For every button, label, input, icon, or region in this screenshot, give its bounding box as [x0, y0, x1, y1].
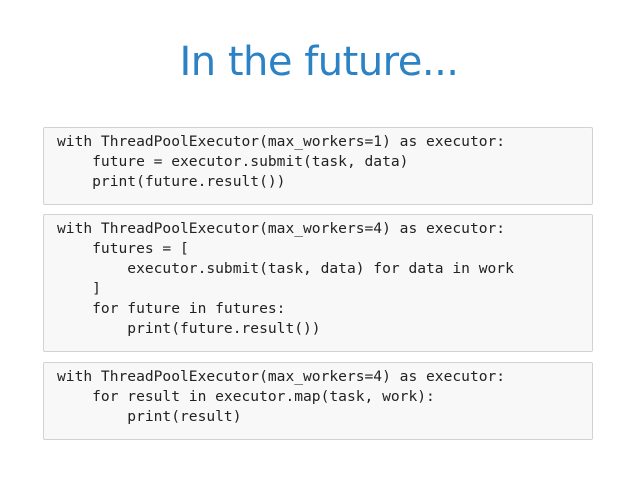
- code-block-executor-map: with ThreadPoolExecutor(max_workers=4) a…: [43, 362, 593, 440]
- code-line: print(result): [57, 408, 242, 425]
- code-line: futures = [: [57, 240, 189, 257]
- code-line: print(future.result()): [57, 173, 286, 190]
- code-line: executor.submit(task, data) for data in …: [57, 260, 514, 277]
- slide-title: In the future...: [179, 39, 459, 85]
- code-line: for future in futures:: [57, 300, 286, 317]
- code-line: with ThreadPoolExecutor(max_workers=1) a…: [57, 133, 506, 150]
- code-line: with ThreadPoolExecutor(max_workers=4) a…: [57, 220, 506, 237]
- code-line: for result in executor.map(task, work):: [57, 388, 435, 405]
- code-line: print(future.result()): [57, 320, 321, 337]
- code-block-single-worker: with ThreadPoolExecutor(max_workers=1) a…: [43, 127, 593, 205]
- code-line: future = executor.submit(task, data): [57, 153, 409, 170]
- code-block-futures-list: with ThreadPoolExecutor(max_workers=4) a…: [43, 214, 593, 352]
- code-line: ]: [57, 280, 101, 297]
- code-line: with ThreadPoolExecutor(max_workers=4) a…: [57, 368, 506, 385]
